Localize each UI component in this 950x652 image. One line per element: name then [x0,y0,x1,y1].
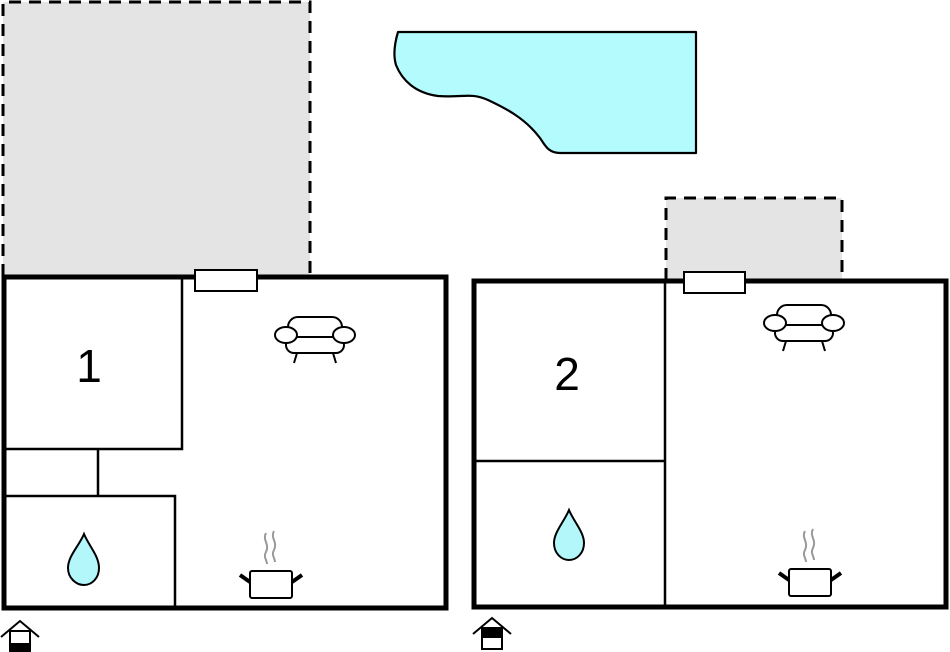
entrance-icon[interactable] [472,616,512,650]
entrance-icon[interactable] [0,619,40,652]
sofa-icon [274,316,356,364]
pot-icon [777,528,843,597]
window [683,271,746,294]
unit-2-outer-wall [471,278,949,610]
window [194,269,258,292]
pool [393,30,698,155]
unit-1: 1 [0,269,449,652]
bedroom-label: 1 [76,340,102,392]
terrace-2 [664,196,844,280]
bedroom-label: 2 [554,348,580,400]
pot-icon [238,530,304,599]
unit-1-bedroom-wall [4,277,184,451]
unit-2: 2 [471,271,949,650]
sofa-icon [763,304,845,352]
water-drop-icon [552,507,586,562]
unit-1-bathroom-wall [4,494,177,608]
water-drop-icon [66,531,101,587]
terrace-1 [1,0,312,276]
